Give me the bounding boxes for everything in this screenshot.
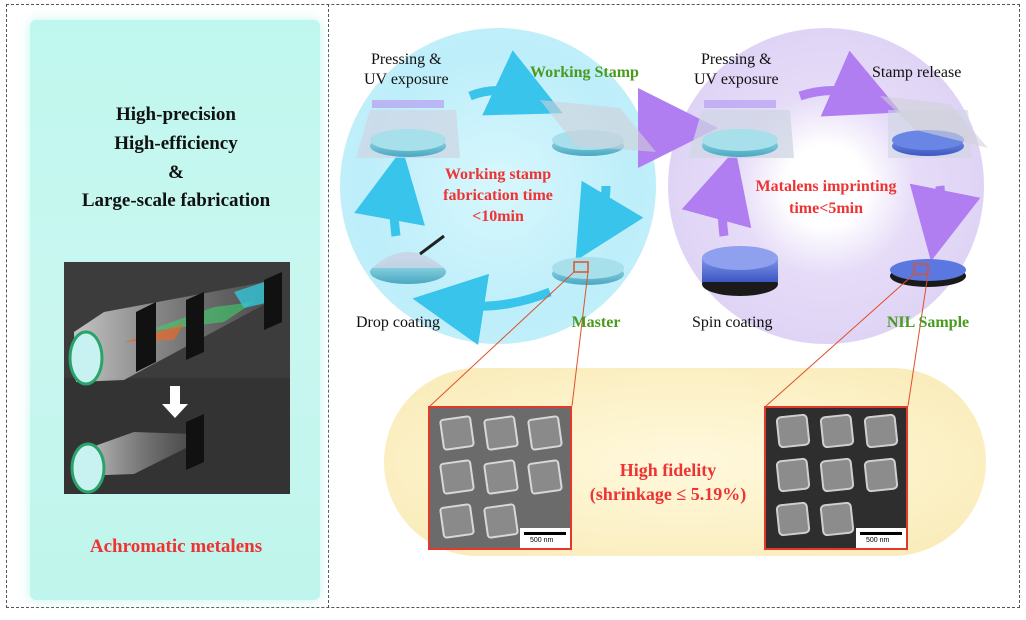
sem-image-master: 500 nm	[428, 406, 572, 550]
c2-stamp-release-label: Stamp release	[872, 64, 962, 81]
fidelity-line1: High fidelity	[619, 460, 717, 480]
outer-frame	[6, 4, 1020, 608]
device-master	[552, 257, 624, 285]
c1-working-stamp-label: Working Stamp	[530, 64, 639, 81]
sem-master-svg	[430, 408, 570, 548]
sem-scale-right: 500 nm	[866, 537, 890, 544]
c2-nil-sample-label: NIL Sample	[886, 314, 970, 331]
fidelity-label: High fidelity (shrinkage ≤ 5.19%)	[590, 458, 746, 506]
c1-center-line2: fabrication time	[443, 187, 553, 204]
arrow-c1-bottom	[412, 273, 552, 346]
feature-line-3: &	[168, 162, 184, 183]
c1-master-label: Master	[571, 314, 621, 331]
c1-drop-coating-label: Drop coating	[356, 314, 440, 331]
c2-pressing-label: Pressing & UV exposure	[694, 50, 779, 90]
achromatic-label: Achromatic metalens	[89, 536, 263, 557]
arrow-c2-left	[681, 149, 752, 237]
c2-pressing-line2: UV exposure	[694, 71, 779, 88]
device-drop-coating	[370, 234, 446, 284]
device-spin-coating	[702, 246, 778, 296]
c1-pressing-line2: UV exposure	[364, 71, 449, 88]
c1-center-line1: Working stamp	[444, 166, 552, 183]
arrow-c1-right	[575, 180, 644, 261]
device-stamp-release	[880, 96, 988, 158]
device-pressing-2	[688, 100, 794, 158]
c2-center-label: Matalens imprinting time<5min	[756, 176, 897, 220]
device-working-stamp	[540, 100, 656, 156]
c2-center-line1: Matalens imprinting	[755, 178, 897, 195]
c2-spin-coating-label: Spin coating	[692, 314, 773, 331]
sem-scale-left: 500 nm	[530, 537, 554, 544]
c1-pressing-label: Pressing & UV exposure	[364, 50, 449, 90]
sem-nil-svg	[766, 408, 906, 548]
arrow-c1-left	[354, 148, 425, 237]
feature-line-1: High-precision	[116, 104, 236, 125]
panel-divider	[328, 4, 329, 608]
fidelity-line2: (shrinkage ≤ 5.19%)	[589, 484, 747, 504]
feature-line-4: Large-scale fabrication	[81, 190, 271, 211]
c1-center-label: Working stamp fabrication time <10min	[443, 164, 553, 227]
arrow-c1-top	[468, 50, 563, 116]
c1-center-line3: <10min	[472, 208, 524, 225]
c2-pressing-line1: Pressing &	[700, 51, 772, 68]
device-nil-sample	[890, 259, 966, 287]
sem-image-nil: 500 nm	[764, 406, 908, 550]
feature-line-2: High-efficiency	[114, 133, 238, 154]
arrow-c2-right	[909, 183, 981, 262]
c1-pressing-line1: Pressing &	[370, 51, 442, 68]
device-pressing-1	[356, 100, 460, 158]
c2-center-line2: time<5min	[788, 200, 863, 217]
arrow-c2-top	[798, 50, 901, 117]
metalens-render	[64, 262, 290, 494]
